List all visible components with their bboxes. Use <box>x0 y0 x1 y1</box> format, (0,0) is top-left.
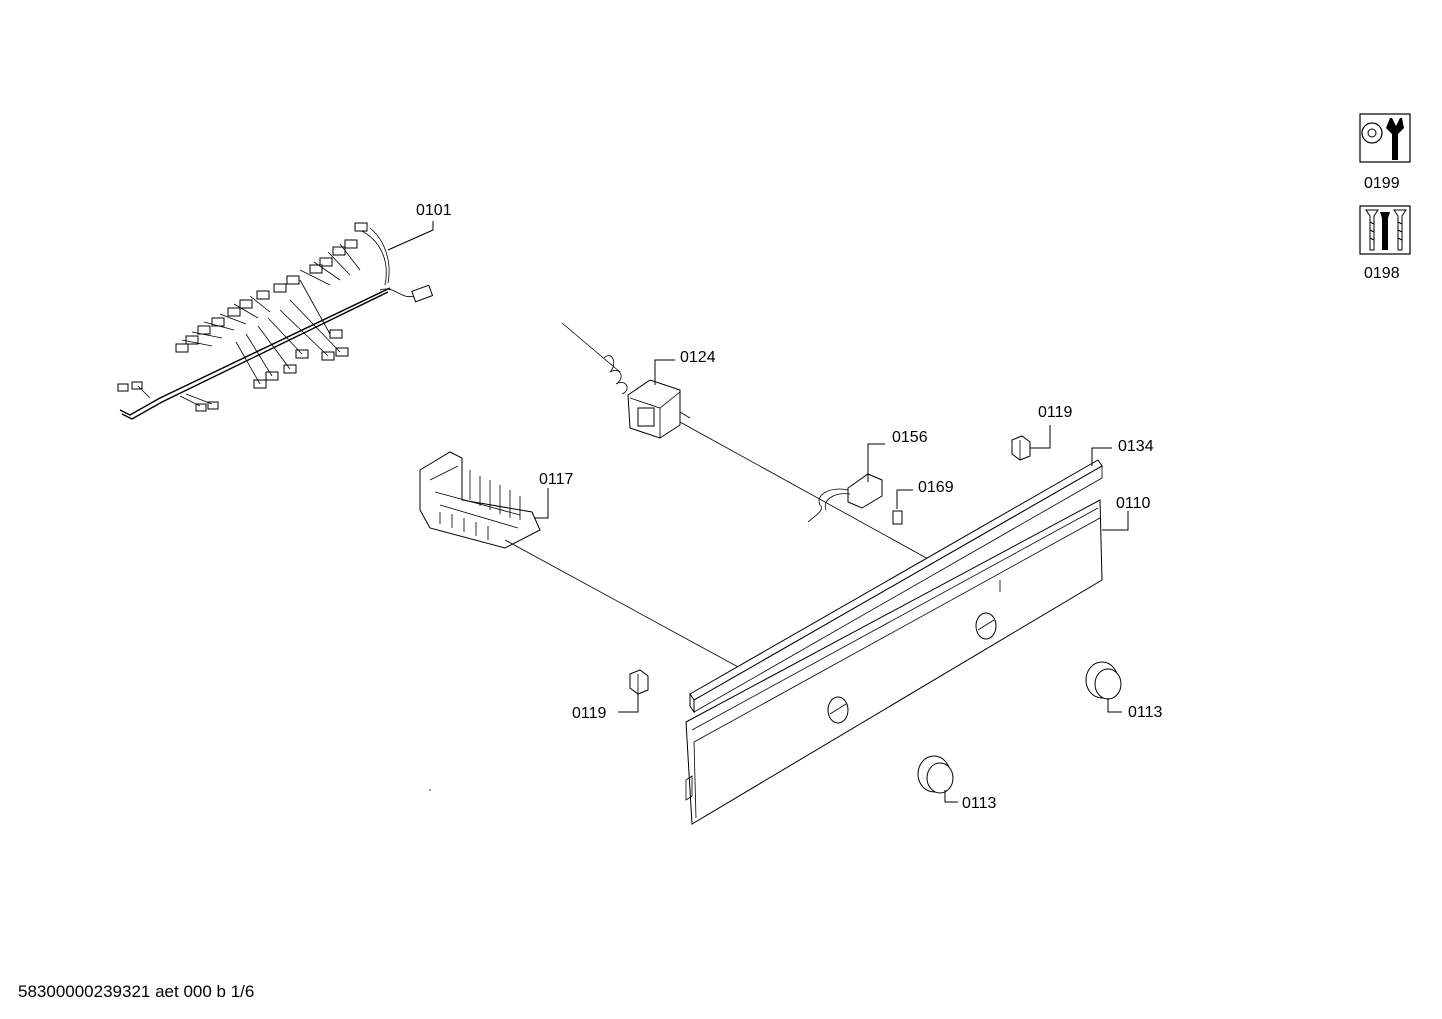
wrench-icon <box>1359 113 1411 163</box>
label-0113-bottom: 0113 <box>962 795 997 812</box>
label-0117: 0117 <box>539 471 574 488</box>
label-0134: 0134 <box>1118 438 1154 455</box>
selector-switch-part <box>419 451 741 669</box>
control-panel-part <box>685 499 1103 825</box>
clip-part-top <box>1011 435 1031 461</box>
small-part-0169 <box>892 510 903 525</box>
trim-strip-part <box>689 459 1103 714</box>
label-0119-top: 0119 <box>1038 404 1073 421</box>
label-0110: 0110 <box>1116 495 1151 512</box>
label-0156: 0156 <box>892 429 928 446</box>
thermostat-part <box>561 322 931 561</box>
label-0124: 0124 <box>680 349 716 366</box>
label-0119-bottom: 0119 <box>572 705 607 722</box>
door-switch-part <box>807 473 883 523</box>
wiring-harness-part <box>117 222 434 420</box>
label-0113-right: 0113 <box>1128 704 1163 721</box>
label-0198: 0198 <box>1364 265 1400 282</box>
label-0199: 0199 <box>1364 175 1400 192</box>
screws-icon <box>1359 205 1411 255</box>
label-0101: 0101 <box>416 202 452 219</box>
label-0169: 0169 <box>918 479 954 496</box>
knob-part-right <box>1085 661 1122 700</box>
clip-part-bottom <box>629 669 649 695</box>
knob-part-bottom <box>917 755 954 794</box>
document-code: 58300000239321 aet 000 b 1/6 <box>18 982 255 1001</box>
